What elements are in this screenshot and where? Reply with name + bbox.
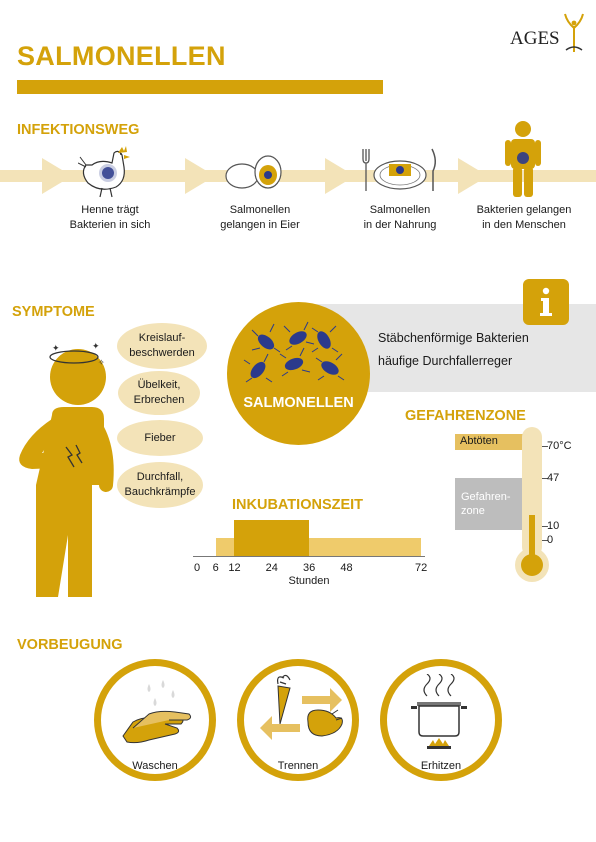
hen-icon	[78, 146, 130, 198]
symptom-bubble-2: Übelkeit, Erbrechen	[118, 371, 200, 415]
section-heading-infection: INFEKTIONSWEG	[17, 122, 140, 138]
svg-text:✧: ✧	[98, 358, 105, 367]
kill-zone-label: Abtöten	[460, 435, 498, 447]
section-heading-incubation: INKUBATIONSZEIT	[232, 497, 364, 513]
sick-person-icon: ✦ ✦ ✧	[19, 341, 114, 597]
thermo-tick-70: 70°C	[547, 440, 572, 452]
danger-zone-bar	[455, 478, 527, 530]
logo-text: AGES	[510, 28, 560, 49]
step-label-line1: Salmonellen	[229, 204, 291, 216]
symptom-text: Fieber	[144, 431, 176, 444]
section-heading-prevention: VORBEUGUNG	[17, 637, 123, 653]
symptom-text: Übelkeit,	[137, 379, 181, 391]
step-label-line1: Henne trägt	[81, 204, 139, 216]
prevention-label: Waschen	[132, 760, 178, 772]
info-text-line2: häufige Durchfallerreger	[378, 354, 513, 368]
infection-step-2: Salmonellen gelangen in Eier	[205, 203, 315, 233]
prevention-label: Erhitzen	[420, 760, 462, 772]
infection-step-3: Salmonellen in der Nahrung	[345, 203, 455, 233]
incubation-tick: 24	[265, 562, 278, 574]
washing-hands-icon	[122, 680, 192, 744]
step-label-line1: Bakterien gelangen	[476, 204, 572, 216]
thermo-tick-mark	[542, 478, 548, 479]
danger-zone-text: zone	[461, 505, 485, 517]
title-underline	[17, 80, 383, 94]
egg-icon	[225, 155, 282, 189]
step-label-line2: in den Menschen	[482, 219, 566, 231]
thermometer-icon	[515, 427, 549, 582]
infection-step-4: Bakterien gelangen in den Menschen	[463, 203, 585, 233]
incubation-tick: 12	[228, 562, 241, 574]
infection-step-1: Henne trägt Bakterien in sich	[60, 203, 160, 233]
prevention-wash: Waschen	[94, 659, 216, 781]
step-label-line2: gelangen in Eier	[220, 219, 300, 231]
incubation-tick: 36	[303, 562, 316, 574]
symptom-text: Bauchkrämpfe	[124, 486, 196, 498]
cooking-pot-icon	[411, 674, 467, 749]
prevention-heat: Erhitzen	[380, 659, 502, 781]
info-text-line1: Stäbchenförmige Bakterien	[378, 331, 529, 345]
salmonella-circle-label: SALMONELLEN	[243, 395, 354, 411]
separate-food-icon	[260, 674, 343, 740]
svg-text:✦: ✦	[92, 341, 100, 351]
thermo-tick-mark	[542, 540, 548, 541]
step-label-line2: in der Nahrung	[363, 219, 437, 231]
thermo-tick-47: 47	[547, 472, 560, 484]
bacteria-icon	[243, 321, 345, 383]
symptom-bubble-4: Durchfall, Bauchkrämpfe	[117, 462, 203, 508]
step-label-line1: Salmonellen	[369, 204, 431, 216]
section-heading-danger-zone: GEFAHRENZONE	[405, 408, 526, 424]
ages-logo: AGES	[510, 10, 586, 54]
symptom-bubble-1: Kreislauf-beschwerden	[117, 323, 207, 369]
logo-figure-icon	[564, 13, 584, 52]
incubation-unit-label: Stunden	[288, 575, 330, 587]
person-icon	[505, 121, 541, 197]
thermo-tick-10: 10	[547, 520, 560, 532]
danger-zone-text: Gefahren-	[461, 491, 511, 503]
section-heading-symptoms: SYMPTOME	[12, 304, 95, 320]
symptom-bubble-3: Fieber	[117, 420, 203, 456]
thermo-tick-mark	[542, 526, 548, 527]
plate-icon	[362, 148, 436, 191]
thermo-tick-0: 0	[547, 534, 554, 546]
symptom-text: Durchfall,	[136, 471, 184, 483]
info-icon	[523, 279, 569, 325]
symptom-text: Erbrechen	[133, 394, 185, 406]
infection-arrows	[0, 158, 596, 194]
incubation-tick: 6	[212, 562, 219, 574]
page-title: SALMONELLEN	[17, 41, 226, 71]
symptom-text: Kreislauf-	[138, 332, 186, 344]
step-label-line2: Bakterien in sich	[69, 219, 151, 231]
incubation-axis	[193, 556, 425, 557]
svg-text:✦: ✦	[52, 343, 60, 353]
incubation-typical-bar	[234, 520, 309, 556]
incubation-timeline: 0 6 12 24 36 48 72 Stunden	[193, 518, 433, 608]
incubation-tick: 0	[194, 562, 201, 574]
prevention-label: Trennen	[277, 760, 319, 772]
incubation-tick: 48	[340, 562, 353, 574]
kill-zone-bar	[455, 434, 527, 450]
danger-zone-label: Gefahren- zone	[461, 490, 511, 518]
thermo-tick-mark	[542, 446, 548, 447]
prevention-separate: Trennen	[237, 659, 359, 781]
incubation-tick: 72	[415, 562, 428, 574]
symptom-text: beschwerden	[129, 347, 195, 359]
